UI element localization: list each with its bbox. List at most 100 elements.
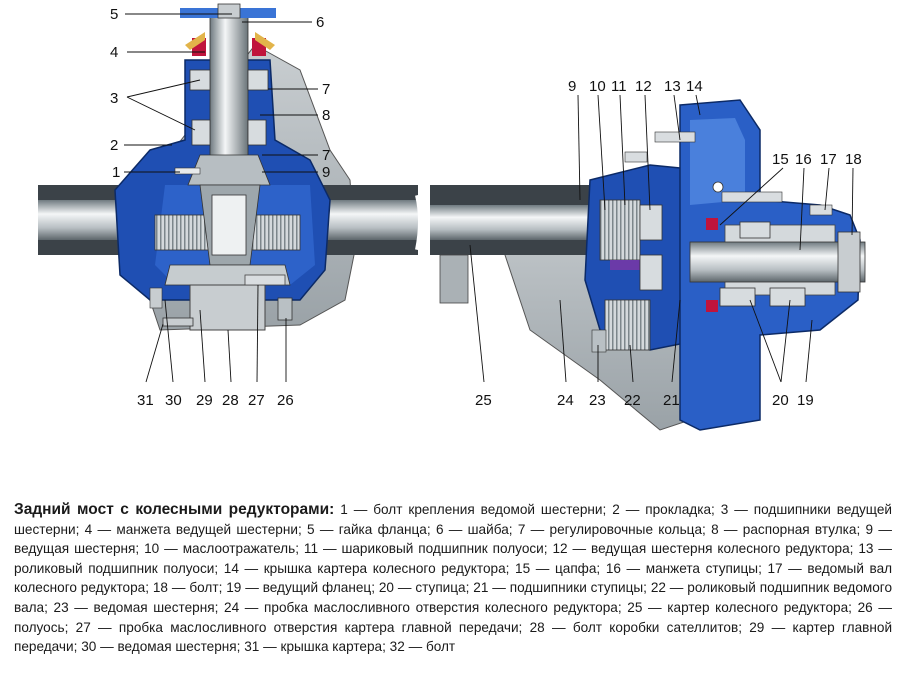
callout-labels: 5 6 4 3 2 1 7 8 7 9 9 10 11 12 13 14 15 … — [110, 6, 862, 409]
callout-19: 18 — [845, 151, 862, 168]
caption-item: 6 — шайба; — [435, 521, 513, 537]
caption-item: 27 — пробка маслосливного отверстия карт… — [75, 619, 523, 635]
callout-15: 14 — [686, 78, 703, 95]
callout-12: 11 — [611, 78, 627, 95]
caption-legend: 1 — болт крепления ведомой шестерни; 2 —… — [14, 502, 892, 654]
caption-item: 5 — гайка фланца; — [307, 521, 431, 537]
caption-item-number: 14 — [223, 560, 239, 576]
caption-item: 20 — ступица; — [378, 580, 470, 596]
callout-7b: 7 — [322, 147, 330, 164]
caption-item-number: 21 — [473, 580, 489, 596]
caption-item-text: болт коробки сателлитов — [572, 619, 739, 635]
caption-item-text: болт — [189, 580, 219, 596]
caption-item: 3 — подшипники ведущей шестерни; — [14, 502, 892, 537]
caption-item-number: 30 — [81, 639, 97, 655]
callout-23: 22 — [624, 392, 641, 409]
caption-item-text: болт — [425, 639, 456, 655]
caption-item-number: 2 — [612, 502, 620, 517]
caption-item-text: ведущий фланец — [262, 580, 372, 596]
callout-31: 30 — [165, 392, 182, 409]
callout-5: 5 — [110, 6, 118, 23]
caption-item: 7 — регулировочные кольца; — [517, 521, 706, 537]
caption-item-text: распорная втулка — [742, 521, 857, 537]
caption-item-text: прокладка — [645, 502, 712, 517]
caption-item: 25 — картер колесного редуктора; — [627, 599, 852, 615]
caption-item-text: гайка фланца — [338, 521, 427, 537]
caption-item-number: 9 — [865, 521, 874, 537]
callout-9: 9 — [322, 164, 330, 181]
caption-item-text: подшипники ступицы — [509, 580, 644, 596]
caption-item-number: 28 — [529, 619, 545, 635]
callout-7a: 7 — [322, 81, 330, 98]
caption-item: 29 — картер главной передачи; — [14, 619, 893, 655]
caption-item-text: регулировочные кольца — [549, 521, 703, 537]
callout-30: 29 — [196, 392, 213, 409]
caption-item: 11 — шариковый подшипник полуоси; — [303, 541, 548, 557]
caption-item-text: ведущая шестерня колесного редуктора — [591, 541, 850, 557]
rear-axle-diagram: 5 6 4 3 2 1 7 8 7 9 9 10 11 12 13 14 15 … — [38, 3, 866, 431]
caption-item: 4 — манжета ведущей шестерни; — [84, 521, 302, 537]
callout-28: 27 — [248, 392, 265, 409]
caption-item-text: ведомая шестерня — [93, 599, 215, 615]
callout-20: 19 — [797, 392, 814, 409]
callout-29: 28 — [222, 392, 239, 409]
main-gear-assembly — [38, 3, 418, 331]
caption-item: 32 — болт — [389, 639, 456, 655]
caption-item-number: 32 — [389, 639, 405, 655]
figure-caption: Задний мост с колесными редукторами: 1 —… — [14, 500, 892, 657]
leader-lines — [124, 13, 854, 383]
caption-item: 8 — распорная втулка; — [711, 521, 861, 537]
caption-item-text: подшипники ведущей шестерни — [14, 502, 892, 537]
caption-item-text: манжета ступицы — [645, 560, 759, 576]
caption-item-text: ведущая шестерня — [14, 541, 136, 557]
wheel-reducer-assembly — [430, 99, 866, 431]
caption-item-number: 4 — [84, 521, 93, 537]
callout-14: 13 — [664, 78, 681, 95]
caption-item-text: крышка картера — [280, 639, 383, 655]
callout-13: 12 — [635, 78, 652, 95]
callout-32: 31 — [137, 392, 154, 409]
caption-item-number: 3 — [720, 502, 729, 517]
caption-item: 28 — болт коробки сателлитов; — [529, 619, 742, 635]
caption-item-number: 12 — [552, 541, 568, 557]
caption-item-number: 16 — [605, 560, 621, 576]
caption-item-number: 23 — [53, 599, 69, 615]
caption-item-number: 1 — [340, 502, 348, 517]
caption-item: 17 — ведомый вал колесного редуктора; — [14, 560, 893, 596]
caption-item: 15 — цапфа; — [515, 560, 601, 576]
caption-item-number: 10 — [144, 541, 160, 557]
callout-3: 3 — [110, 90, 118, 107]
callout-8: 8 — [322, 107, 330, 124]
callout-25: 24 — [557, 392, 574, 409]
caption-item-number: 26 — [857, 599, 873, 615]
caption-item: 22 — роликовый подшипник ведомого вала; — [14, 580, 893, 615]
caption-item-number: 31 — [244, 639, 260, 655]
callout-11: 10 — [589, 78, 606, 95]
caption-item: 26 — полуось; — [14, 599, 892, 635]
caption-item-text: цапфа — [554, 560, 597, 576]
caption-item: 16 — манжета ступицы; — [605, 560, 762, 576]
callout-18: 17 — [820, 151, 837, 168]
caption-item-number: 13 — [858, 541, 874, 557]
callout-4: 4 — [110, 44, 118, 61]
caption-item-text: пробка маслосливного отверстия картера г… — [118, 619, 519, 635]
caption-item-number: 20 — [378, 580, 394, 596]
caption-item-number: 29 — [749, 619, 765, 635]
caption-item-text: ведомая шестерня — [117, 639, 237, 655]
callout-17: 16 — [795, 151, 812, 168]
caption-item: 12 — ведущая шестерня колесного редуктор… — [552, 541, 854, 557]
caption-item-text: пробка маслосливного отверстия колесного… — [264, 599, 618, 615]
caption-item-number: 15 — [515, 560, 531, 576]
caption-item-number: 8 — [711, 521, 719, 537]
caption-item: 18 — болт; — [152, 580, 223, 596]
callout-1: 1 — [112, 164, 120, 181]
caption-item: 2 — прокладка; — [612, 502, 715, 517]
caption-item-text: маслоотражатель — [182, 541, 296, 557]
caption-item: 10 — маслоотражатель; — [144, 541, 299, 557]
caption-item-text: ступица — [415, 580, 466, 596]
caption-item-text: ведомый вал колесного редуктора — [14, 560, 893, 596]
caption-item-number: 19 — [226, 580, 242, 596]
caption-item-number: 24 — [224, 599, 240, 615]
callout-21: 20 — [772, 392, 789, 409]
caption-item-number: 5 — [307, 521, 315, 537]
